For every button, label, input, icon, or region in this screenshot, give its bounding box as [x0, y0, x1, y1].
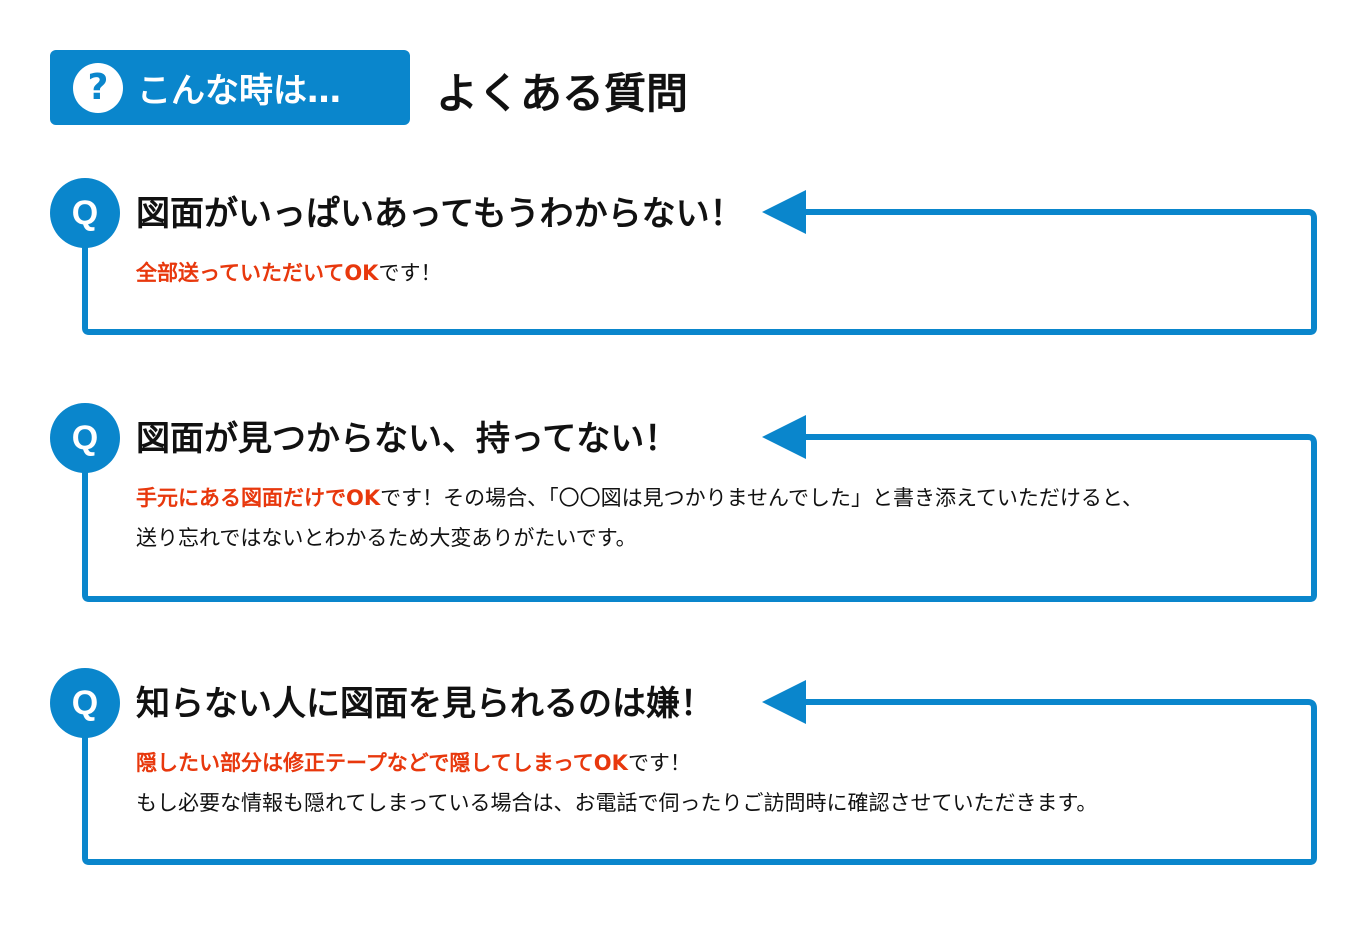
answer-text: もし必要な情報も隠れてしまっている場合は、お電話で伺ったりご訪問時に確認させてい… [136, 791, 1098, 815]
header-badge: ? こんな時は… [50, 50, 410, 125]
answer-line: 隠したい部分は修正テープなどで隠してしまってOKです！ [136, 744, 691, 782]
answer-text: です！ [378, 261, 442, 285]
question-text: 知らない人に図面を見られるのは嫌！ [136, 684, 714, 724]
faq-frame [82, 190, 1317, 335]
arrow-left-icon [762, 415, 806, 459]
answer-line: もし必要な情報も隠れてしまっている場合は、お電話で伺ったりご訪問時に確認させてい… [136, 784, 1097, 822]
faq-item: Q 知らない人に図面を見られるのは嫌！ 隠したい部分は修正テープなどで隠してしま… [0, 668, 1366, 868]
faq-item: Q 図面がいっぱいあってもうわからない！ 全部送っていただいてOKです！ [0, 178, 1366, 338]
question-text: 図面が見つからない、持ってない！ [136, 419, 679, 459]
header-badge-label: こんな時は… [137, 71, 341, 111]
answer-text: 送り忘れではないとわかるため大変ありがたいです。 [136, 526, 637, 550]
faq-item: Q 図面が見つからない、持ってない！ 手元にある図面だけでOKです！その場合、「… [0, 403, 1366, 603]
q-icon: Q [50, 403, 120, 473]
question-circle-icon: ? [73, 62, 123, 113]
faq-frame [82, 680, 1317, 865]
q-icon: Q [50, 668, 120, 738]
answer-text: です！その場合、「〇〇図は見つかりませんでした」と書き添えていただけると、 [380, 486, 1144, 510]
arrow-left-icon [762, 190, 806, 234]
answer-highlight: 全部送っていただいてOK [136, 261, 379, 285]
answer-highlight: 手元にある図面だけでOK [136, 486, 381, 510]
page-title: よくある質問 [436, 69, 689, 118]
answer-text: です！ [627, 751, 691, 775]
q-icon: Q [50, 178, 120, 248]
arrow-left-icon [762, 680, 806, 724]
answer-line: 手元にある図面だけでOKです！その場合、「〇〇図は見つかりませんでした」と書き添… [136, 479, 1143, 517]
faq-frame [82, 415, 1317, 602]
answer-line: 送り忘れではないとわかるため大変ありがたいです。 [136, 519, 637, 557]
answer-highlight: 隠したい部分は修正テープなどで隠してしまってOK [136, 751, 628, 775]
answer-line: 全部送っていただいてOKです！ [136, 254, 441, 292]
question-text: 図面がいっぱいあってもうわからない！ [136, 194, 744, 234]
